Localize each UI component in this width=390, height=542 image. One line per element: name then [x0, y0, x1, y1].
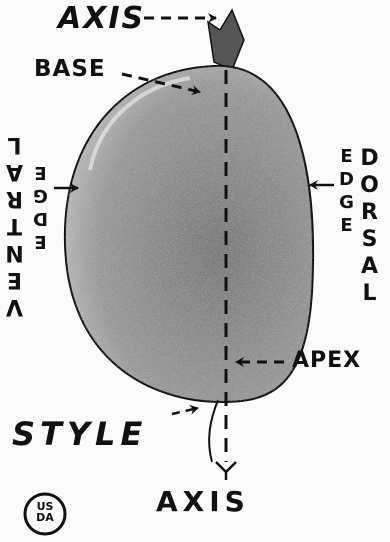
base-label: BASE [34, 58, 106, 81]
ventral-edge-label: EDGE [32, 160, 50, 252]
style-thread [209, 400, 218, 462]
apex-label: APEX [292, 350, 361, 372]
usda-logo: US DA [25, 494, 65, 534]
axis-top-label: AXIS [58, 4, 145, 34]
axis-bottom-fork [216, 462, 236, 480]
axis-bottom-label: AXIS [156, 488, 250, 516]
dorsal-label: DORSAL [358, 146, 380, 308]
dorsal-edge-label: EDGE [337, 146, 355, 238]
style-arrow [172, 408, 198, 414]
usda-logo-line2: DA [25, 512, 65, 523]
style-label: STYLE [12, 418, 147, 450]
ventral-label: VENTRAL [4, 130, 26, 319]
